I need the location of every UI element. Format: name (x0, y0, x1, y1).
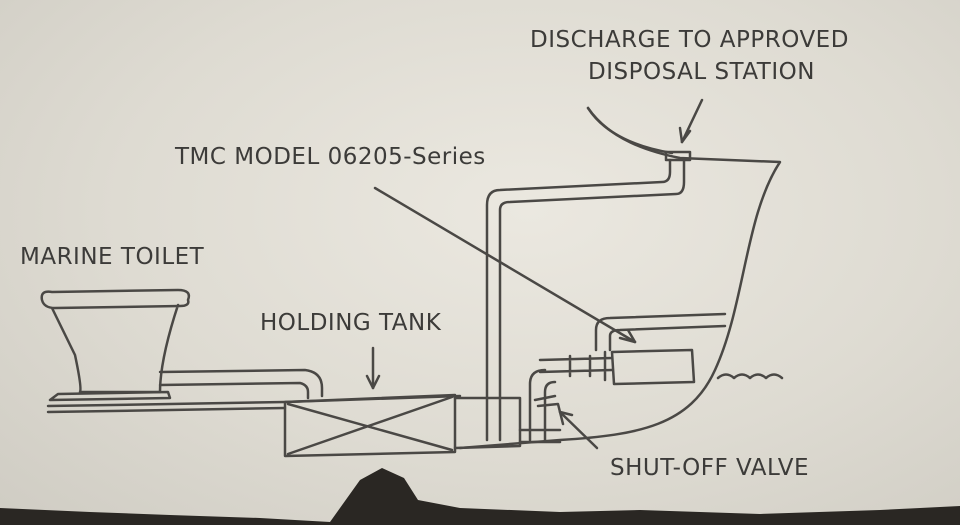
discharge-arrowhead (678, 126, 692, 144)
discharge-fitting (664, 150, 692, 162)
model-leader (373, 186, 637, 344)
holding-tank-cross (286, 395, 454, 456)
hull-outline (458, 106, 782, 450)
valve-pipes (518, 368, 562, 444)
tmc-model-label: TMC MODEL 06205-Series (175, 144, 486, 170)
shut-off-valve-icon (533, 394, 562, 414)
vertical-pipe (485, 158, 686, 442)
pump-vent-pipe (594, 312, 727, 352)
model-arrowhead (618, 328, 637, 344)
torn-edge (0, 468, 960, 525)
marine-toilet-icon (40, 288, 191, 394)
holding-tank-box (283, 393, 457, 458)
valve-arrowhead (558, 410, 574, 426)
waterline-waves (716, 373, 784, 380)
toilet-base (48, 390, 172, 402)
tmc-pump-body (610, 348, 696, 386)
discharge-arrow (680, 98, 704, 144)
shut-off-valve-label: SHUT-OFF VALVE (610, 455, 810, 481)
toilet-outlet-pipe (158, 368, 324, 400)
disposal-station-label: DISPOSAL STATION (588, 59, 815, 85)
valve-leader (558, 410, 599, 450)
floor-line-2 (46, 406, 287, 414)
pump-inlet (538, 350, 614, 382)
deck-line (586, 106, 674, 155)
marine-toilet-label: MARINE TOILET (20, 244, 205, 270)
discharge-label: DISCHARGE TO APPROVED (530, 27, 849, 53)
tank-arrowhead (365, 374, 381, 390)
holding-tank-label: HOLDING TANK (260, 310, 442, 336)
